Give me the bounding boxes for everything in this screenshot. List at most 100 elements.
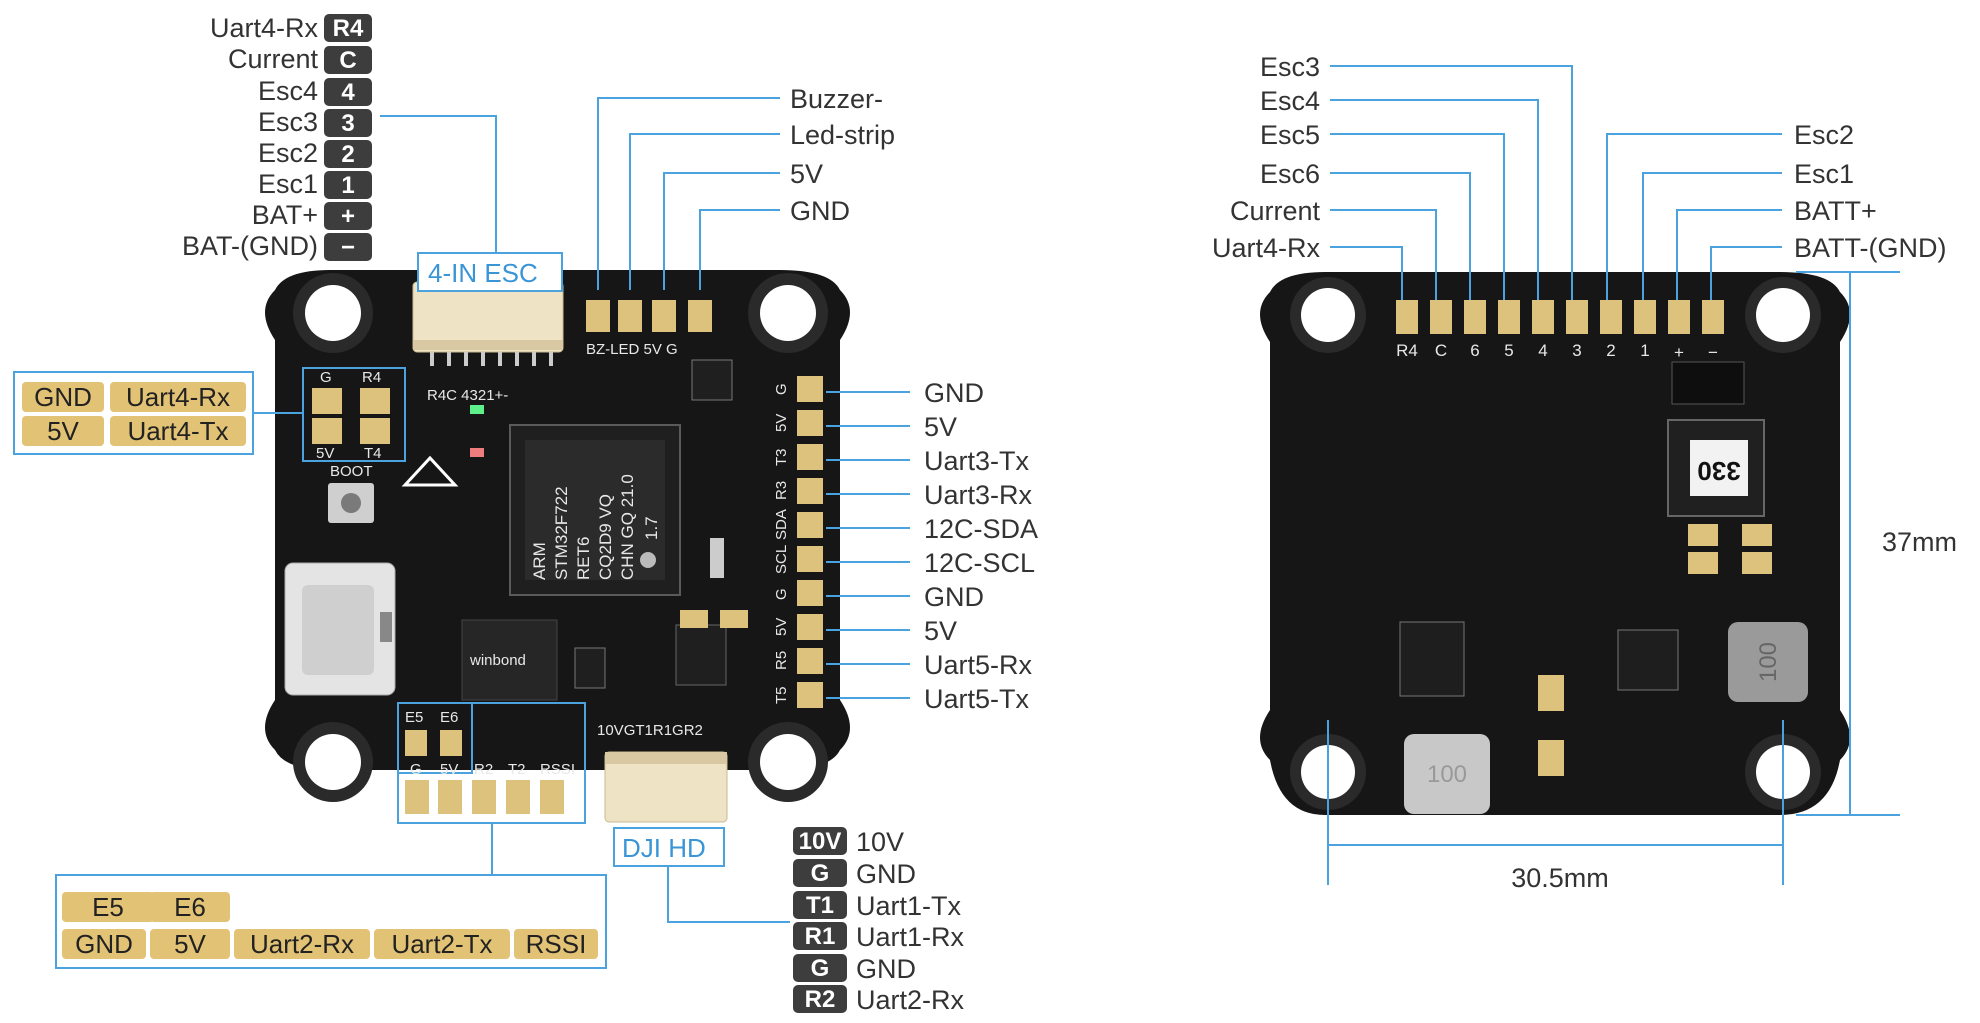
pin-list-name-1: Current <box>228 44 319 74</box>
right-pads <box>797 376 823 708</box>
bottom-silk-0: G <box>410 761 422 778</box>
pin-list-badge-1: C <box>339 47 356 74</box>
right-pad-label-5: 12C-SCL <box>924 548 1035 578</box>
mcu-extra: 1.7 <box>642 516 661 540</box>
mounting-holes <box>293 273 828 802</box>
right-board-pads <box>1396 300 1724 334</box>
rb-right-label-0: Esc2 <box>1794 120 1854 150</box>
bottom-silk-3: T2 <box>508 761 526 778</box>
left-board: R4C 4321+- 4-IN ESC BZ-LED 5V G G R4 5V … <box>265 252 850 867</box>
top-pad-label-3: GND <box>790 196 850 226</box>
pin-list-badge-3: 3 <box>341 110 354 137</box>
boot-label: BOOT <box>330 463 373 480</box>
right-pad-label-9: Uart5-Tx <box>924 684 1030 714</box>
right-mounting-holes <box>1290 277 1821 810</box>
right-silk-9: T5 <box>773 686 790 704</box>
e5e6-box <box>397 702 473 774</box>
rb-left-label-2: Esc5 <box>1260 120 1320 150</box>
pin-list-badge-4: 2 <box>341 141 354 168</box>
mcu-line-2: RET6 <box>574 537 593 580</box>
flash-label: winbond <box>469 652 526 669</box>
right-board-right-labels: Esc2 Esc1 BATT+ BATT-(GND) <box>1606 120 1946 300</box>
mcu-chip: ARM STM32F722 RET6 CQ2D9 VQ CHN GQ 21.0 … <box>509 424 681 596</box>
rb-left-label-0: Esc3 <box>1260 52 1320 82</box>
orientation-triangle <box>401 455 459 487</box>
pin-list-name-7: BAT-(GND) <box>182 231 318 261</box>
inductor-bottom-left: 100 <box>1404 734 1490 814</box>
right-pad-silk: G 5V T3 R3 SDA SCL G 5V R5 T5 <box>773 383 790 704</box>
mcu-line-3: CQ2D9 VQ <box>596 494 615 580</box>
inductor-top-label: 330 <box>1697 456 1740 486</box>
top-pad-label-1: Led-strip <box>790 120 895 150</box>
top-pad-label-2: 5V <box>790 159 823 189</box>
left-gold-0-0: GND <box>34 382 92 412</box>
dji-badge-1: G <box>811 860 830 887</box>
bottom-gold-row1-0: E5 <box>92 892 124 922</box>
rb-silk-2: 6 <box>1470 341 1479 360</box>
bottom-gold-row1-1: E6 <box>174 892 206 922</box>
left-gold-1-0: 5V <box>47 416 79 446</box>
dji-name-3: Uart1-Rx <box>856 922 965 952</box>
pin-list-name-3: Esc3 <box>258 107 318 137</box>
right-board: R4 C 6 5 4 3 2 1 + − 330 100 <box>1260 272 1850 815</box>
rb-silk-1: C <box>1435 341 1447 360</box>
inductor-top: 330 <box>1667 419 1765 517</box>
rb-silk-5: 3 <box>1572 341 1581 360</box>
rb-left-label-1: Esc4 <box>1260 86 1320 116</box>
left-pad-silk-2: 5V <box>316 445 334 462</box>
left-pad-silk-0: G <box>320 369 332 386</box>
rb-silk-4: 4 <box>1538 341 1547 360</box>
right-silk-2: T3 <box>773 448 790 466</box>
inductor-bottom-label: 100 <box>1755 642 1782 682</box>
bottom-silk-4: RSSI <box>540 761 575 778</box>
right-board-pad-silk: R4 C 6 5 4 3 2 1 + − <box>1396 341 1718 362</box>
dji-name-1: GND <box>856 859 916 889</box>
pin-list-badge-2: 4 <box>341 79 355 106</box>
pin-list-badge-0: R4 <box>333 15 364 42</box>
dji-name-5: Uart2-Rx <box>856 985 965 1015</box>
bottom-silk-top-1: E6 <box>440 709 458 726</box>
rb-silk-9: − <box>1708 343 1718 362</box>
pin-list-name-5: Esc1 <box>258 169 318 199</box>
dji-badge-4: G <box>811 955 830 982</box>
inductor-bottom-right: 100 <box>1728 622 1808 702</box>
left-pads-box <box>302 367 406 462</box>
left-gold-1-1: Uart4-Tx <box>127 416 228 446</box>
bottom-silk-top-0: E5 <box>405 709 423 726</box>
bottom-gold-row2-0: GND <box>75 929 133 959</box>
dji-name-4: GND <box>856 954 916 984</box>
dji-badge-3: R1 <box>805 923 836 950</box>
right-pad-label-1: 5V <box>924 412 957 442</box>
rb-silk-6: 2 <box>1606 341 1615 360</box>
dji-badge-0: 10V <box>799 828 842 855</box>
right-pad-label-6: GND <box>924 582 984 612</box>
top-pin-list: Uart4-Rx R4 Current C Esc4 4 Esc3 3 Esc2… <box>182 13 372 261</box>
rb-silk-0: R4 <box>1396 341 1418 360</box>
dji-pin-list: 10V 10V G GND T1 Uart1-Tx R1 Uart1-Rx G … <box>793 827 965 1015</box>
right-silk-1: 5V <box>773 414 790 432</box>
dimension-width: 30.5mm <box>1327 720 1784 893</box>
inductor-bottom2-label: 100 <box>1427 761 1467 788</box>
esc-connector-pins <box>430 352 553 366</box>
dji-leader <box>667 866 790 923</box>
top-pads <box>586 300 712 332</box>
bottom-gold-labels: E5 E6 GND 5V Uart2-Rx Uart2-Tx RSSI <box>55 823 607 969</box>
top-pad-label-0: Buzzer- <box>790 84 883 114</box>
flash-chip <box>461 619 558 701</box>
right-pad-label-0: GND <box>924 378 984 408</box>
rb-left-label-4: Current <box>1230 196 1321 226</box>
rb-right-label-3: BATT-(GND) <box>1794 233 1946 263</box>
top-pad-silk: BZ-LED 5V G <box>586 341 678 358</box>
right-silk-4: SDA <box>773 509 790 540</box>
rb-silk-3: 5 <box>1504 341 1513 360</box>
esc-leader <box>380 115 497 253</box>
bottom-gold-row2-3: Uart2-Tx <box>391 929 492 959</box>
dim-width-label: 30.5mm <box>1511 863 1609 893</box>
right-pad-label-8: Uart5-Rx <box>924 650 1033 680</box>
right-silk-5: SCL <box>773 545 790 574</box>
dim-height-label: 37mm <box>1882 527 1957 557</box>
rb-right-label-2: BATT+ <box>1794 196 1877 226</box>
rb-left-label-5: Uart4-Rx <box>1212 233 1321 263</box>
left-pad-silk-1: R4 <box>362 369 381 386</box>
